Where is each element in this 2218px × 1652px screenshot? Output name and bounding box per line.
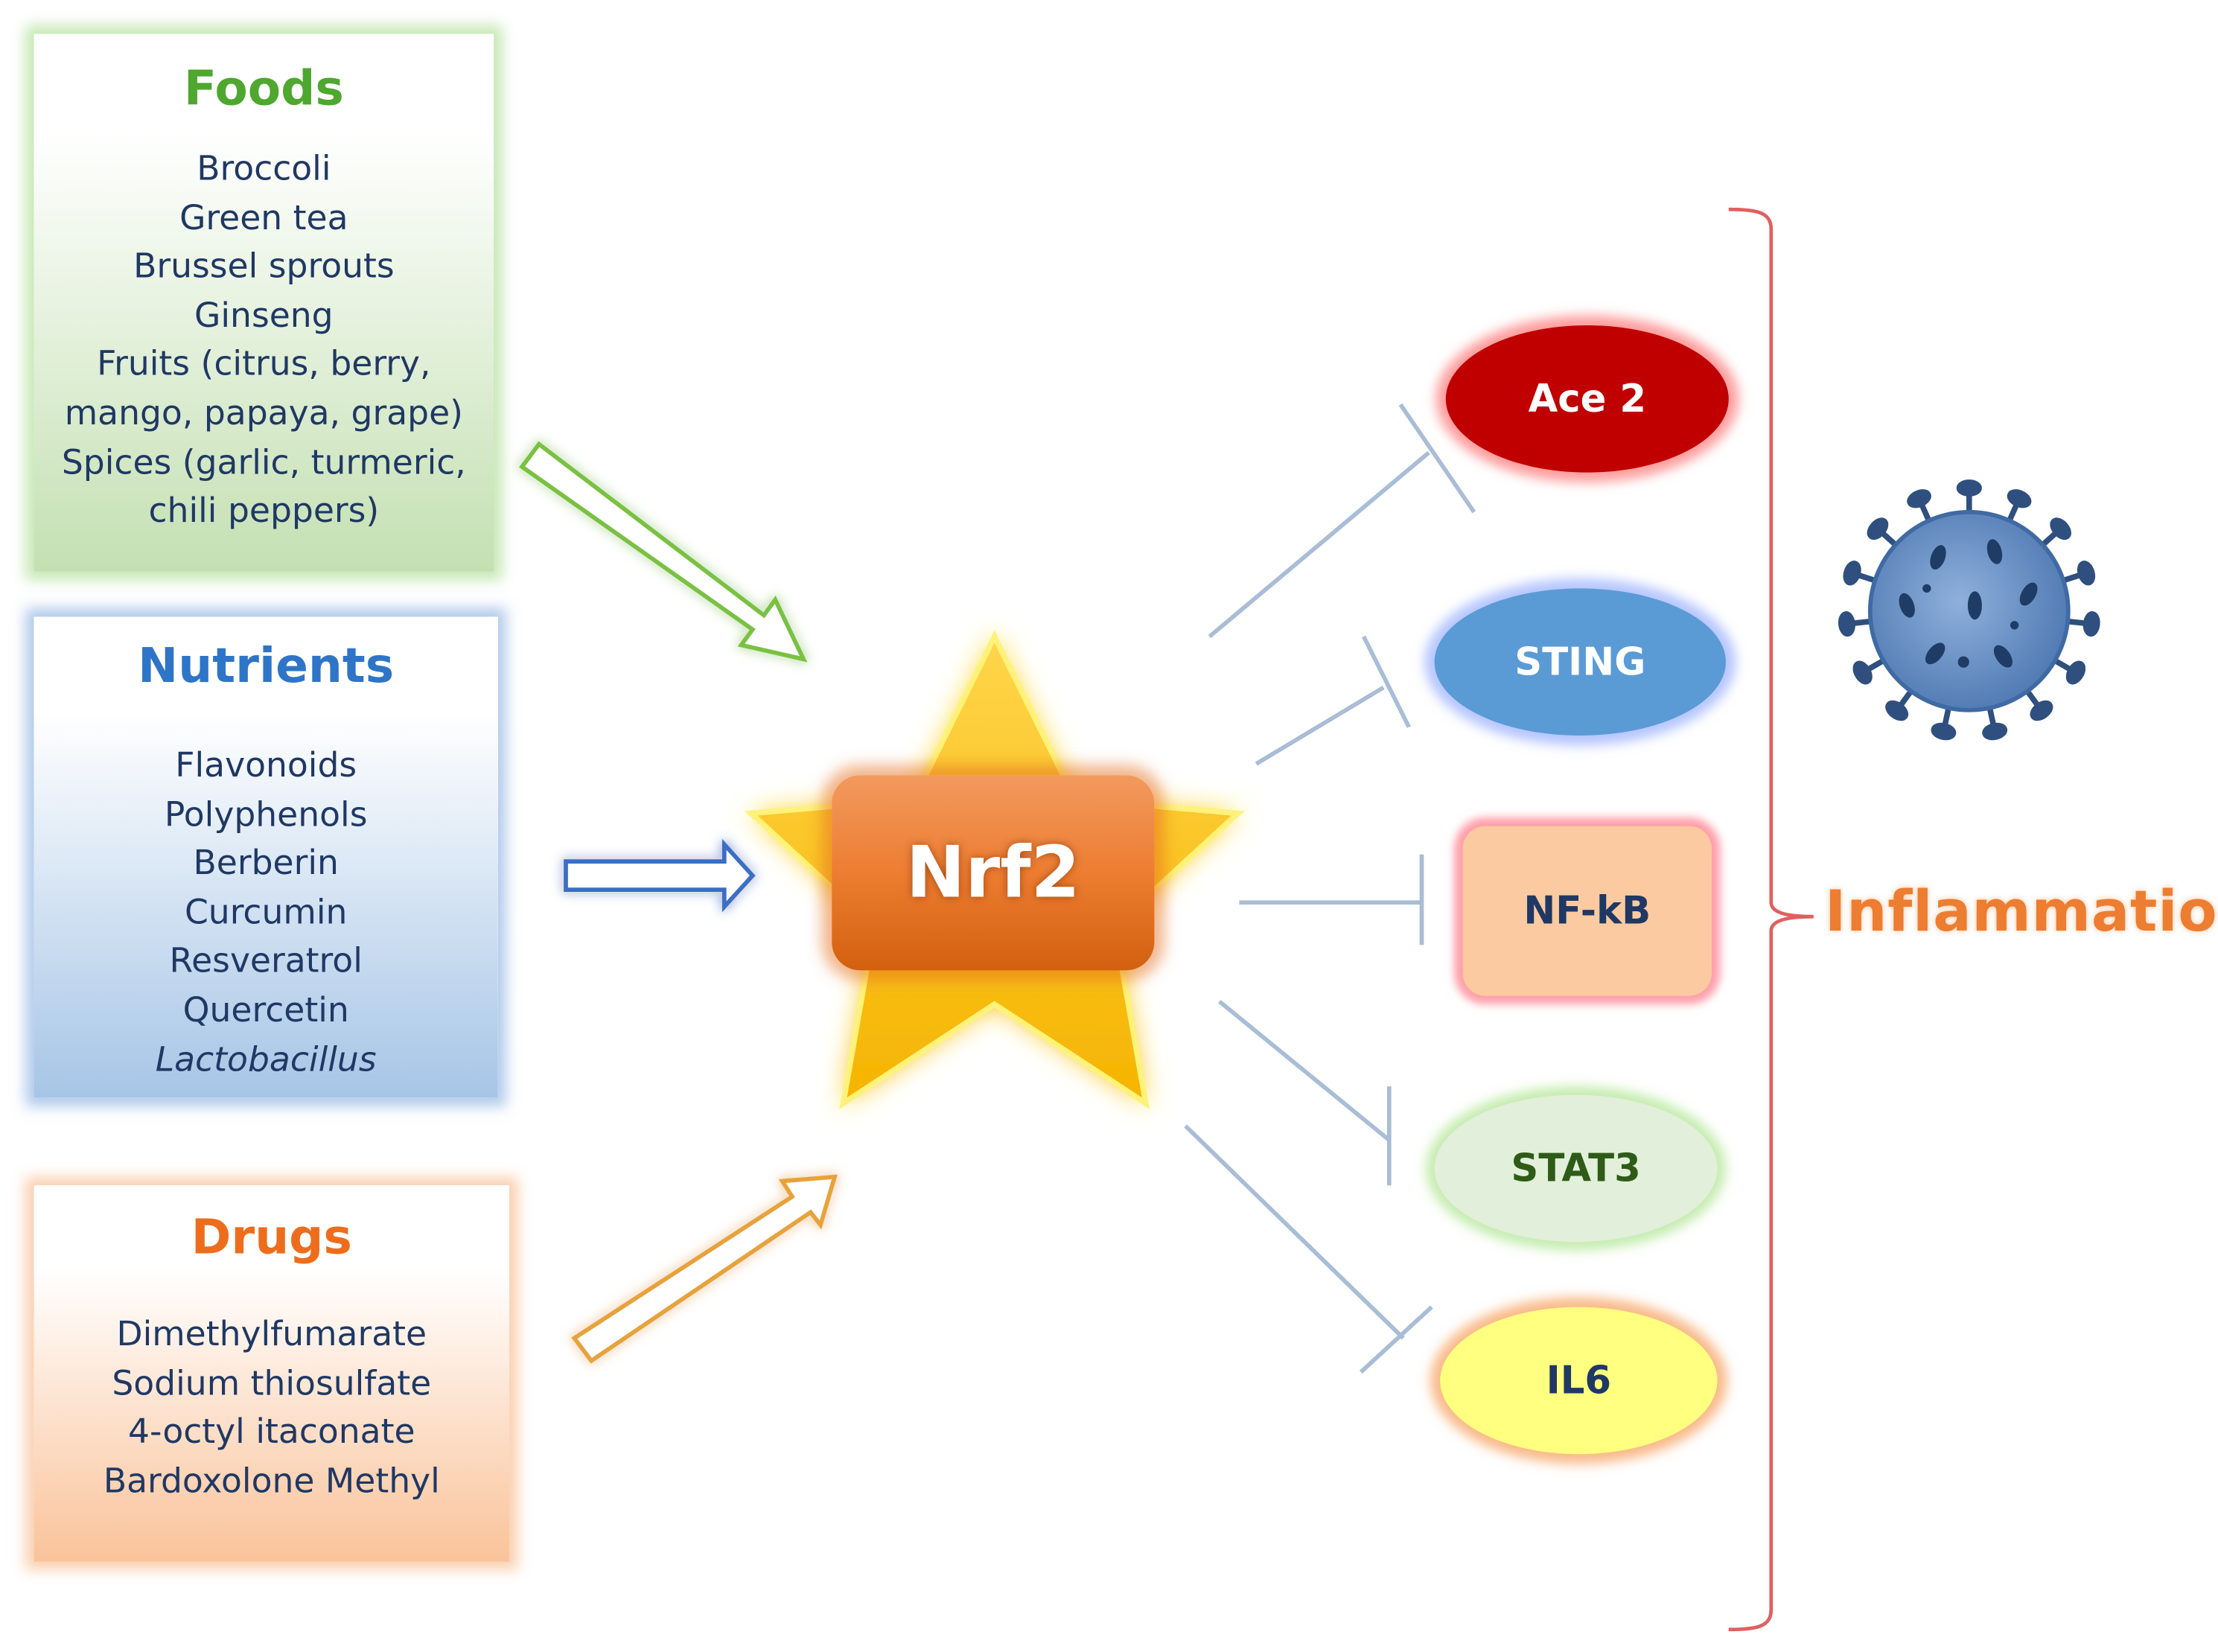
nutrients-item: Lactobacillus — [155, 1039, 377, 1079]
nrf2-node: Nrf2 — [832, 775, 1155, 971]
inhibit-ace2-bar — [1398, 403, 1476, 514]
sting-label: STING — [1514, 640, 1646, 684]
stat3-label: STAT3 — [1511, 1146, 1641, 1190]
nfkb-label: NF-kB — [1523, 889, 1651, 934]
nutrients-item: Flavonoids — [175, 745, 357, 785]
foods-item: Brussel sprouts — [133, 246, 395, 287]
foods-item: mango, papaya, grape) — [64, 393, 463, 433]
sting-node: STING — [1434, 588, 1726, 736]
foods-title: Foods — [183, 60, 344, 118]
drugs-title: Drugs — [191, 1209, 352, 1266]
stat3-node: STAT3 — [1434, 1094, 1718, 1243]
foods-item: Green tea — [179, 197, 348, 237]
inhibit-stat3-line — [1217, 999, 1391, 1142]
drugs-item: Dimethylfumarate — [116, 1314, 427, 1354]
inhibition-lines — [1184, 403, 1476, 1374]
foods-item: Spices (garlic, turmeric, — [61, 441, 466, 482]
inhibit-il6-line — [1184, 1124, 1405, 1340]
virus-icon — [1838, 479, 2100, 741]
drugs-list: Dimethylfumarate Sodium thiosulfate 4-oc… — [34, 1310, 509, 1505]
nfkb-node: NF-kB — [1462, 826, 1712, 996]
inhibit-il6-bar — [1359, 1305, 1433, 1374]
drugs-item: 4-octyl itaconate — [128, 1412, 415, 1452]
nutrients-item: Resveratrol — [169, 941, 363, 981]
ace2-label: Ace 2 — [1528, 377, 1647, 421]
drugs-arrow — [571, 1174, 838, 1364]
foods-item: Ginseng — [194, 295, 334, 335]
foods-item: Broccoli — [197, 148, 331, 188]
nrf2-label: Nrf2 — [905, 832, 1080, 914]
nutrients-item: Berberin — [193, 843, 339, 883]
inhibit-sting-bar — [1362, 635, 1411, 728]
foods-panel: Foods Broccoli Green tea Brussel sprouts… — [34, 34, 494, 572]
il6-node: IL6 — [1440, 1307, 1718, 1455]
foods-list: Broccoli Green tea Brussel sprouts Ginse… — [34, 144, 494, 536]
drugs-panel: Drugs Dimethylfumarate Sodium thiosulfat… — [34, 1185, 510, 1562]
il6-label: IL6 — [1546, 1358, 1612, 1403]
ace2-node: Ace 2 — [1445, 325, 1729, 473]
nutrients-arrow — [564, 838, 756, 913]
foods-item: Fruits (citrus, berry, — [97, 344, 431, 384]
nutrients-list: Flavonoids Polyphenols Berberin Curcumin… — [34, 742, 498, 1084]
nutrients-panel: Nutrients Flavonoids Polyphenols Berberi… — [34, 616, 498, 1098]
nutrients-title: Nutrients — [138, 637, 395, 695]
inhibit-sting-line — [1255, 685, 1385, 766]
drugs-item: Bardoxolone Methyl — [103, 1461, 440, 1501]
inflammation-bracket — [1728, 207, 1814, 1632]
foods-item: chili peppers) — [148, 491, 380, 531]
foods-arrow — [519, 441, 808, 663]
drugs-item: Sodium thiosulfate — [112, 1362, 432, 1403]
nutrients-item: Polyphenols — [164, 794, 368, 835]
inhibit-ace2-line — [1208, 450, 1430, 639]
inflammation-label: Inflammation — [1825, 879, 2218, 945]
nutrients-item: Quercetin — [182, 989, 349, 1030]
nutrients-item: Curcumin — [184, 892, 348, 932]
